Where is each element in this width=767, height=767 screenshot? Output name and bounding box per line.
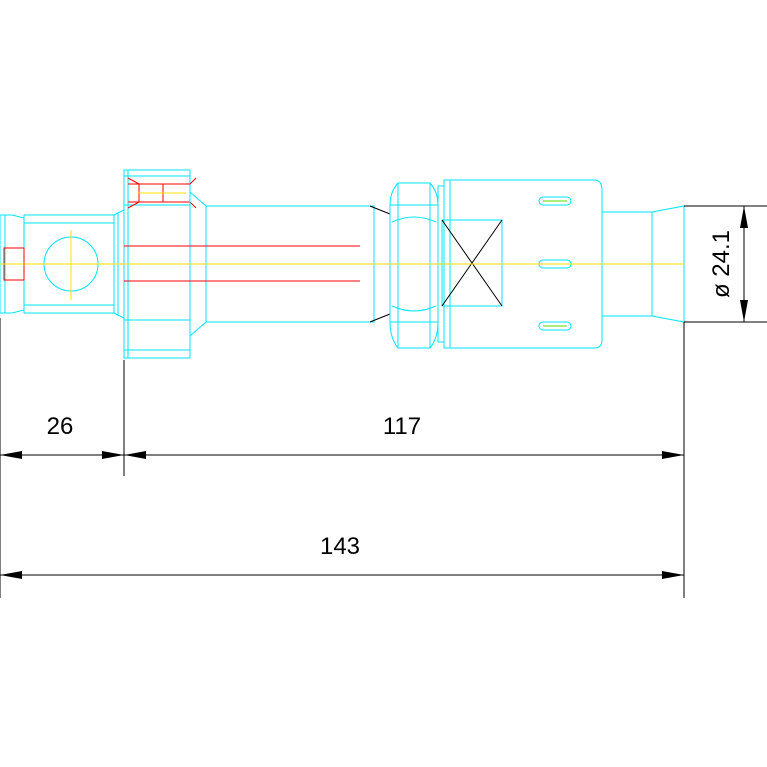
shaft	[124, 190, 391, 338]
dimension-26: 26	[0, 413, 124, 459]
dimension-143-label: 143	[320, 533, 360, 560]
dimension-26-label: 26	[47, 413, 74, 440]
dimension-diameter-label: ø 24.1	[708, 230, 735, 298]
pin-bottom	[538, 321, 572, 331]
dimension-117: 117	[124, 413, 684, 459]
dimension-diameter: ø 24.1	[708, 206, 748, 322]
extension-lines	[0, 205, 767, 598]
dimension-143: 143	[0, 533, 684, 579]
dimension-117-label: 117	[383, 413, 421, 440]
pin-top	[538, 196, 572, 206]
hex-nut	[389, 182, 439, 349]
